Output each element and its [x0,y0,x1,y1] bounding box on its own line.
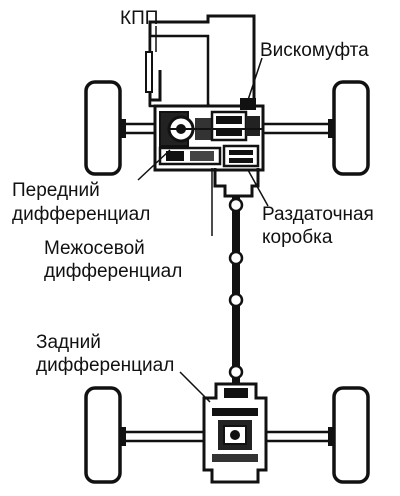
label-rear-diff-line2: дифференциал [36,355,174,376]
front-transaxle-assembly [153,104,265,172]
front-diff-leader [137,149,171,181]
label-viscous-coupling: Вискомуфта [260,40,369,61]
rear-differential [202,382,268,484]
viscous-coupling-leader [247,57,263,101]
label-rear-diff-line1: Задний [36,332,101,353]
label-front-diff-line1: Передний [12,180,100,201]
label-center-diff-line1: Межосевой [44,238,145,259]
label-transfer-line2: коробка [262,227,333,248]
rear-left-wheel [84,386,122,484]
viscous-coupling-mark [240,98,256,110]
front-right-wheel [332,80,370,176]
rear-left-axle-shaft [118,430,212,443]
front-right-axle-shaft [260,122,336,135]
front-left-wheel [84,80,122,176]
transfer-leader [247,169,269,207]
transfer-box-housing [213,168,260,198]
rear-right-wheel [332,386,370,484]
label-gearbox: КПП [120,8,158,29]
label-center-diff-line2: дифференциал [44,261,182,282]
rear-right-axle-shaft [260,430,336,443]
rear-diff-leader [179,371,211,403]
label-front-diff-line2: дифференциал [12,204,150,225]
propeller-shaft [228,196,244,386]
label-transfer-line1: Раздаточная [262,204,374,225]
